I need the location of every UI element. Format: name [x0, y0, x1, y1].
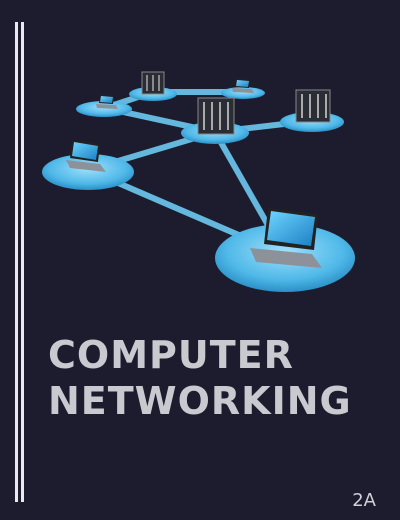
title-line-2: NETWORKING [48, 379, 352, 423]
laptop-icon [250, 208, 322, 268]
platform-disc [42, 154, 134, 190]
edition-label: 2A [352, 490, 376, 511]
server-icon [295, 89, 331, 123]
left-border-rule [15, 22, 18, 502]
platform-disc [76, 101, 132, 117]
laptop-icon [66, 140, 106, 172]
network-illustration [42, 71, 355, 292]
left-border-rule [21, 22, 24, 502]
cover-title: COMPUTER NETWORKING [48, 332, 352, 424]
laptop-icon [96, 95, 118, 109]
title-line-1: COMPUTER [48, 333, 294, 377]
platform-disc [221, 87, 265, 99]
server-icon [141, 71, 165, 95]
laptop-icon [232, 79, 254, 93]
server-icon [197, 97, 235, 135]
